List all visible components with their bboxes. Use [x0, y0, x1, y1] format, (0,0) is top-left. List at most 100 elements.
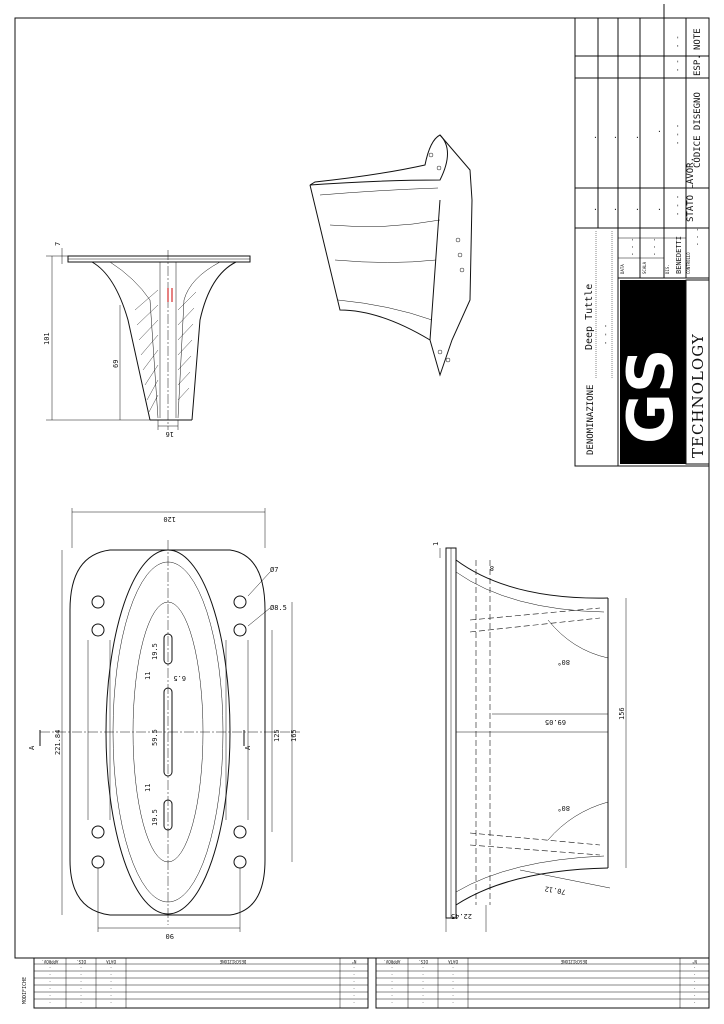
side-section-view: 101 7 69 16 — [43, 242, 251, 438]
title-dot: . — [635, 131, 640, 140]
section-view: 80° 80° 1 8 69.05 156 70.12 22.45 — [432, 542, 627, 932]
revision-empty-cell: - — [391, 965, 393, 970]
dim-slot-mid: 59.5 — [151, 729, 159, 746]
dim-angle-top: 80° — [557, 658, 570, 666]
revision-empty-cell: - — [422, 993, 424, 998]
revision-empty-cell: - — [110, 979, 112, 984]
dim-slot-gap-bottom: 11 — [144, 784, 152, 792]
revision-header: N° — [692, 959, 697, 964]
revision-empty-cell: - — [80, 972, 82, 977]
revision-empty-cell: - — [353, 972, 355, 977]
data-value: - - - — [629, 238, 636, 256]
revision-empty-cell: - — [110, 993, 112, 998]
denominazione-sub: - - - — [602, 324, 610, 345]
revision-empty-cell: - — [110, 1000, 112, 1005]
revision-empty-cell: - — [422, 972, 424, 977]
revision-empty-cell: - — [693, 979, 695, 984]
revision-empty-cell: - — [452, 972, 454, 977]
revision-empty-cell: - — [49, 965, 51, 970]
title-dot: . — [593, 131, 598, 140]
title-block: . . . . . . . . NOTE ESP. - - - - CODICE… — [574, 17, 710, 467]
revision-empty-cell: - — [110, 972, 112, 977]
revision-empty-cell: - — [391, 993, 393, 998]
title-dot: . — [635, 203, 640, 212]
dim-sect-70: 70.12 — [544, 884, 566, 896]
revision-header: APPROV. — [42, 959, 59, 964]
revision-empty-cell: - — [353, 993, 355, 998]
dim-sect-top2: 8 — [490, 564, 494, 572]
scala-label: SCALA — [642, 261, 647, 274]
dim-sect-156: 156 — [618, 707, 626, 720]
revision-header: APPROV. — [384, 959, 401, 964]
revision-empty-cell: - — [422, 1000, 424, 1005]
dim-front-width: 120 — [163, 515, 176, 523]
dis-value: BENEDETTI — [675, 236, 683, 274]
revision-empty-cell: - — [422, 986, 424, 991]
revision-empty-cell: - — [353, 979, 355, 984]
revision-empty-cell: - — [693, 986, 695, 991]
dim-sect-22: 22.45 — [451, 912, 472, 920]
note-label: NOTE — [693, 28, 703, 50]
title-dot: . — [657, 203, 662, 212]
dim-hole-small: Ø7 — [270, 566, 278, 574]
dim-side-top: 7 — [54, 242, 62, 246]
dim-slot-width: 6.5 — [173, 674, 186, 682]
revision-empty-cell: - — [452, 965, 454, 970]
data-label: DATA — [620, 264, 625, 274]
controllo-value: - - - — [694, 228, 701, 246]
stato-value: - - - — [674, 195, 682, 216]
section-mark-left: A — [28, 745, 36, 750]
revision-empty-cell: - — [49, 1000, 51, 1005]
dim-slot-bottom: 19.5 — [151, 809, 159, 826]
revision-empty-cell: - — [353, 1000, 355, 1005]
revision-empty-cell: - — [391, 1000, 393, 1005]
controllo-label: CONTROLLO — [686, 252, 691, 274]
logo-word: TECHNOLOGY — [689, 333, 707, 458]
revision-header: DIS. — [418, 959, 428, 964]
dim-angle-bottom: 80° — [557, 804, 570, 812]
revision-empty-cell: - — [452, 993, 454, 998]
revision-empty-cell: - — [693, 972, 695, 977]
revision-empty-cell: - — [80, 986, 82, 991]
title-dot: . — [613, 131, 618, 140]
revision-empty-cell: - — [110, 965, 112, 970]
revision-empty-cell: - — [353, 965, 355, 970]
dim-front-165: 165 — [290, 729, 298, 742]
esp-value: - - — [674, 59, 682, 72]
esp-label: ESP. — [693, 54, 703, 76]
revision-header: DESCRIZIONE — [219, 959, 246, 964]
scala-value: - - - — [651, 238, 658, 256]
revision-empty-cell: - — [80, 965, 82, 970]
revision-header: DESCRIZIONE — [560, 959, 587, 964]
revision-empty-cell: - — [49, 979, 51, 984]
section-mark-right: A — [244, 745, 252, 750]
revision-tables: APPROV.------DIS.------DATA------DESCRIZ… — [22, 957, 710, 1009]
revision-empty-cell: - — [80, 979, 82, 984]
revision-side-label: MODIFICHE — [22, 977, 28, 1004]
front-view: A A 120 221.84 Ø7 Ø8.5 125 165 19.5 11 6… — [28, 508, 300, 940]
drawing-frame — [14, 17, 710, 959]
revision-empty-cell: - — [422, 979, 424, 984]
revision-header: DATA — [106, 959, 116, 964]
dim-front-height: 221.84 — [54, 730, 62, 755]
revision-empty-cell: - — [452, 979, 454, 984]
revision-header: DIS. — [76, 959, 86, 964]
revision-empty-cell: - — [693, 965, 695, 970]
company-logo: GS TECHNOLOGY — [614, 279, 710, 465]
dim-front-bottom: 90 — [166, 932, 174, 940]
isometric-view — [309, 134, 473, 377]
revision-empty-cell: - — [391, 972, 393, 977]
revision-header: N° — [352, 959, 357, 964]
title-dot: . — [593, 203, 598, 212]
revision-empty-cell: - — [49, 972, 51, 977]
revision-empty-cell: - — [391, 979, 393, 984]
stato-label: STATO LAVOR. — [686, 157, 696, 222]
dim-sect-69: 69.05 — [545, 718, 566, 726]
dim-slot-gap-top: 11 — [144, 672, 152, 680]
dim-side-inner: 69 — [112, 360, 120, 368]
dim-slot-top: 19.5 — [151, 643, 159, 660]
revision-empty-cell: - — [693, 1000, 695, 1005]
revision-header: DATA — [448, 959, 458, 964]
revision-empty-cell: - — [49, 993, 51, 998]
